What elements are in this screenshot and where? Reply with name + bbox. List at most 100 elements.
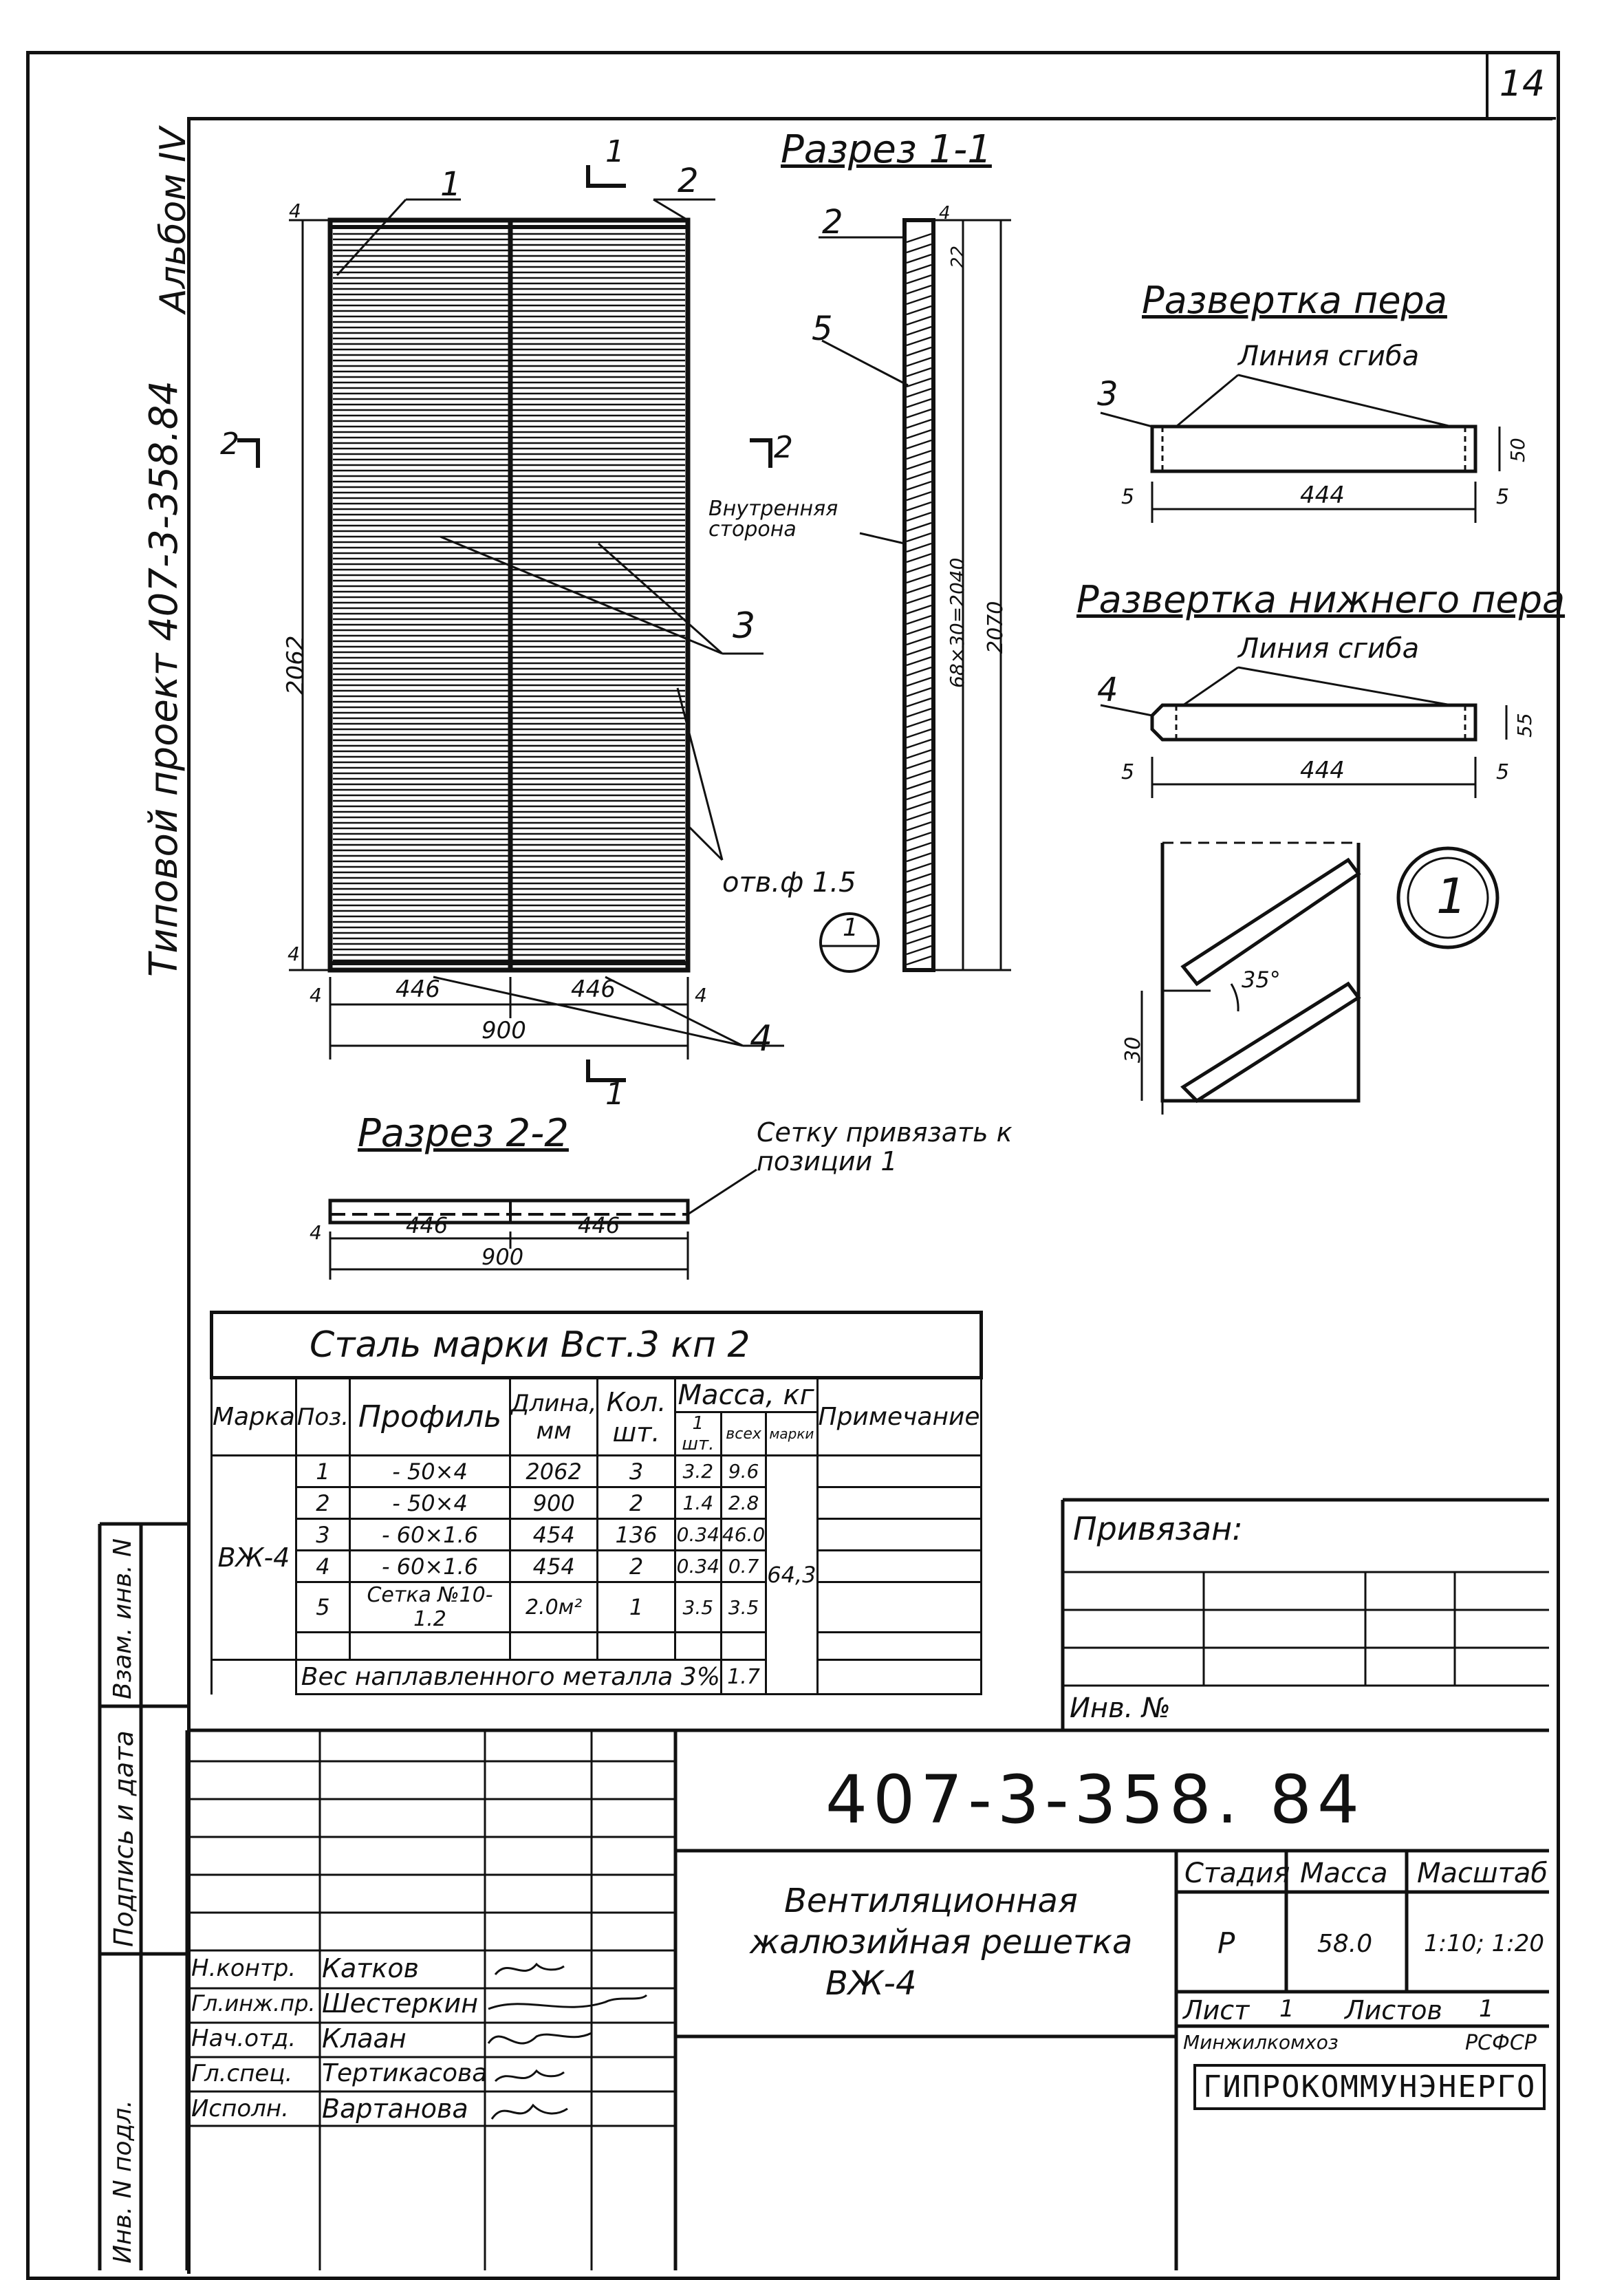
cell-qty: 1 [596, 1581, 676, 1633]
position-1-label: 1 [440, 165, 462, 204]
section-blade-line [906, 325, 932, 336]
section-2-2-width-total: 900 [481, 1244, 524, 1270]
detail-1-mark [1396, 846, 1500, 949]
section-blade-line [906, 790, 932, 801]
section-blade-line [906, 614, 932, 625]
cell-mass-all: 9.6 [719, 1454, 768, 1488]
cell-mass-one: 0.34 [673, 1518, 722, 1551]
cell-length: 900 [509, 1486, 599, 1520]
mark-value: ВЖ-4 [210, 1454, 297, 1661]
width-part-2: 446 [571, 976, 616, 1003]
section-blade-line [906, 511, 932, 522]
col-mass-one: 1 шт. [673, 1411, 722, 1456]
inventory-number-label: Инв. № [1070, 1692, 1171, 1724]
section-2-2-title: Разрез 2-2 [358, 1111, 569, 1156]
title-line-3: ВЖ-4 [825, 1964, 917, 2003]
section-blade-line [906, 955, 932, 966]
cell-length: 2062 [509, 1454, 599, 1488]
scale-label: Масштаб [1417, 1858, 1548, 1889]
section-blade-line [906, 367, 932, 378]
signer-role: Нач.отд. [191, 2024, 296, 2052]
section-blade-line [906, 769, 932, 780]
signer-name: Шестеркин [322, 1988, 479, 2019]
section-callout-1-bottom: 1 [605, 1077, 625, 1112]
weld-value: 1.7 [719, 1659, 768, 1695]
cell-profile: - 50×4 [349, 1454, 512, 1488]
section-blade-line [906, 656, 932, 667]
section-blade-line [906, 305, 932, 316]
section-blade-line [906, 233, 932, 244]
title-line-2: жалюзийная решетка [750, 1923, 1133, 1961]
signer-name: Тертикасова [322, 2059, 488, 2087]
cell-length: 454 [509, 1518, 599, 1551]
section-blade-line [906, 408, 932, 419]
section-blade-line [906, 429, 932, 440]
lower-blade-edge-right: 5 [1496, 760, 1510, 784]
cell-length [509, 1631, 599, 1661]
blade-fold-line-label: Линия сгиба [1238, 341, 1420, 372]
sheets-label: Листов [1345, 1995, 1442, 2025]
cell-profile: - 60×1.6 [349, 1549, 512, 1583]
section-blade-line [906, 387, 932, 398]
detail-callout-number: 1 [843, 914, 858, 942]
col-length: Длина, мм [509, 1377, 599, 1456]
cell-note [816, 1518, 982, 1551]
lower-blade-pos-label: 4 [1097, 671, 1118, 709]
blade-unfold [1150, 424, 1477, 473]
detail-1-angle: 35° [1242, 967, 1281, 993]
stage-value: Р [1217, 1926, 1235, 1960]
section-blade-line [906, 521, 932, 533]
section-callout-1-top: 1 [605, 134, 625, 169]
dim-4-left: 4 [310, 984, 322, 1007]
signer-role: Гл.спец. [191, 2059, 293, 2087]
dim-4-right: 4 [695, 984, 707, 1007]
section-blade-line [906, 645, 932, 656]
section-blade-line [906, 356, 932, 367]
blade-height: 50 [1506, 438, 1529, 462]
sheet-label: Лист [1183, 1995, 1250, 2025]
section-blade-line [906, 728, 932, 739]
section-blade-line [906, 274, 932, 285]
cell-pos: 2 [294, 1486, 351, 1520]
section-blade-line [906, 635, 932, 646]
signer-name: Клаан [322, 2023, 407, 2054]
title-line-1: Вентиляционная [784, 1882, 1078, 1920]
cell-note [816, 1659, 982, 1695]
table-row: 2 - 50×4 900 2 1.4 2.8 [212, 1486, 982, 1520]
lower-blade-unfold [1150, 703, 1477, 742]
section-blade-line [906, 470, 932, 481]
section-blade-line [906, 501, 932, 512]
scale-value: 1:10; 1:20 [1424, 1930, 1544, 1957]
detail-1-number: 1 [1436, 868, 1467, 925]
section-blade-line [906, 687, 932, 698]
cell-mass-all: 2.8 [719, 1486, 768, 1520]
cell-pos: 3 [294, 1518, 351, 1551]
cell-note [816, 1454, 982, 1488]
signer-name: Катков [322, 1953, 419, 1983]
sheet-value: 1 [1279, 1995, 1295, 2023]
cell-pos [294, 1631, 351, 1661]
section-blade-line [906, 883, 932, 894]
section-blade-line [906, 893, 932, 904]
inner-side-label: Внутренняя сторона [708, 497, 838, 541]
section-1-1-top-dim: 22 [948, 245, 968, 268]
cell-note [816, 1581, 982, 1633]
cell-qty: 2 [596, 1486, 676, 1520]
spec-table-title: Сталь марки Вст.3 кп 2 [210, 1311, 983, 1379]
inner-frame [187, 117, 1552, 2274]
cell-mass-all [719, 1631, 768, 1661]
cell-qty: 2 [596, 1549, 676, 1583]
section-1-1-pitch-dim: 68×30=2040 [946, 557, 968, 688]
cell-mass-one: 1.4 [673, 1486, 722, 1520]
cell-note [816, 1486, 982, 1520]
section-blade-line [906, 542, 932, 553]
col-note: Примечание [816, 1377, 982, 1456]
section-callout-2-left: 2 [220, 427, 239, 462]
section-blade-line [906, 336, 932, 347]
section-blade-line [906, 924, 932, 935]
section-blade-line [906, 676, 932, 687]
binding-label: Привязан: [1073, 1510, 1243, 1547]
section-blade-line [906, 552, 932, 563]
detail-1-dim: 30 [1121, 1036, 1145, 1063]
lower-blade-height: 55 [1513, 713, 1536, 738]
